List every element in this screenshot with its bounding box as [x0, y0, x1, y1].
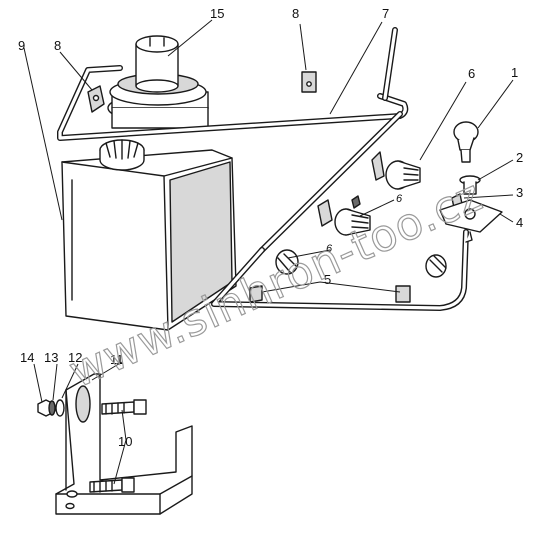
callout-6-lower: 6 — [326, 243, 333, 255]
hose-connector-lower — [275, 249, 299, 275]
callout-6-middle: 6 — [396, 193, 403, 205]
callout-9: 9 — [18, 38, 25, 53]
reservoir-tank — [61, 149, 237, 331]
hose-connector-top — [385, 160, 421, 190]
washer-nozzle — [453, 121, 479, 163]
callout-2: 2 — [516, 150, 523, 165]
hose-connector-right — [425, 254, 447, 278]
filler-cap — [99, 139, 145, 171]
washer-13 — [48, 400, 56, 416]
callout-10: 10 — [118, 434, 132, 449]
clip-8-left — [87, 85, 105, 113]
callout-8-top: 8 — [292, 6, 299, 21]
screw-small-1 — [351, 195, 361, 209]
callout-13: 13 — [44, 350, 58, 365]
callout-5: 5 — [324, 272, 331, 287]
hose-clip-middle — [317, 199, 333, 227]
fitting-2 — [459, 175, 481, 195]
nozzle-bracket-4 — [439, 199, 503, 243]
callout-12: 12 — [68, 350, 82, 365]
pipe-5 — [211, 229, 469, 311]
washer-12 — [55, 399, 65, 417]
callout-14: 14 — [20, 350, 34, 365]
clamp-lower-right — [395, 285, 411, 303]
callout-8-left: 8 — [54, 38, 61, 53]
pump-motor — [107, 35, 209, 129]
callout-6-top: 6 — [468, 66, 475, 81]
callout-7: 7 — [382, 6, 389, 21]
callout-4: 4 — [516, 215, 523, 230]
callout-1: 1 — [511, 65, 518, 80]
callout-3: 3 — [516, 185, 523, 200]
leader-lines — [23, 19, 514, 485]
clamp-lower-left — [249, 285, 263, 303]
callout-labels: 1 2 3 4 5 6 6 6 7 8 8 9 10 11 12 13 14 1… — [18, 6, 523, 449]
bolt-10-upper — [101, 399, 147, 415]
callout-11: 11 — [110, 352, 124, 367]
callout-15: 15 — [210, 6, 224, 21]
pipe-7 — [57, 27, 409, 253]
clip-8-top — [301, 71, 317, 93]
hose-connector-middle — [334, 208, 371, 236]
hose-clip-upper — [371, 151, 385, 181]
